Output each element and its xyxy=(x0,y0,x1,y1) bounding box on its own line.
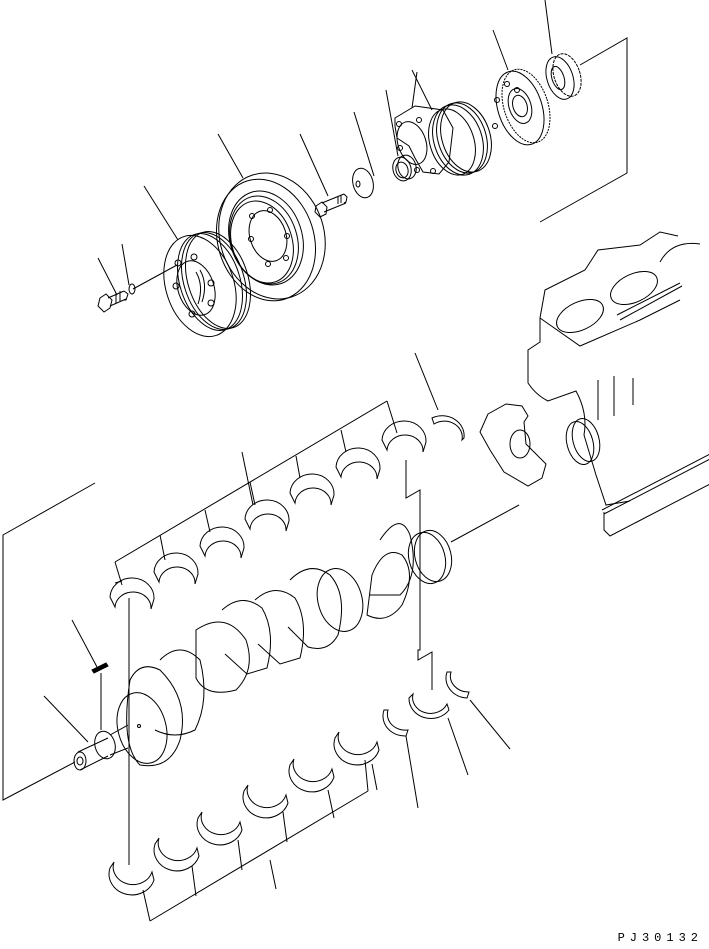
bearing-shell xyxy=(245,500,289,531)
crankshaft-bracket xyxy=(3,483,95,800)
bearing-shell xyxy=(200,527,244,558)
crankshaft xyxy=(44,505,519,770)
bearing-shell xyxy=(154,838,199,871)
crankshaft-pulley xyxy=(144,186,262,346)
gear-ring xyxy=(541,0,586,103)
bearing-shell xyxy=(243,785,288,818)
upper-main-bearings xyxy=(110,401,426,609)
bearing-shell xyxy=(109,862,154,895)
figure-id: PJ30132 xyxy=(617,931,703,945)
washer-plate xyxy=(349,112,376,200)
crankshaft-gear xyxy=(487,30,558,151)
bearing-shell xyxy=(289,759,334,792)
bearing-shell xyxy=(197,812,242,845)
seal xyxy=(386,90,419,183)
bearing-leader-zigzag xyxy=(406,460,432,690)
bearing-shell xyxy=(110,578,154,609)
assembly-bracket xyxy=(540,38,627,222)
bearing-shell xyxy=(154,553,198,584)
lower-main-bearings xyxy=(109,598,379,921)
lock-washer xyxy=(122,244,177,294)
pulley-bolt xyxy=(98,258,128,312)
cylinder-block xyxy=(480,232,709,536)
upper-thrust-washer xyxy=(415,353,464,440)
front-pulley-group xyxy=(98,0,627,346)
lower-thrust-washers xyxy=(383,672,510,808)
damper xyxy=(201,134,341,314)
pulley-hub xyxy=(392,70,500,182)
key xyxy=(72,620,108,730)
bearing-shell xyxy=(382,421,426,452)
bearing-shell xyxy=(336,448,380,479)
bearing-shell xyxy=(334,732,379,765)
damper-bolt xyxy=(300,134,347,217)
bearing-shell xyxy=(290,474,334,505)
